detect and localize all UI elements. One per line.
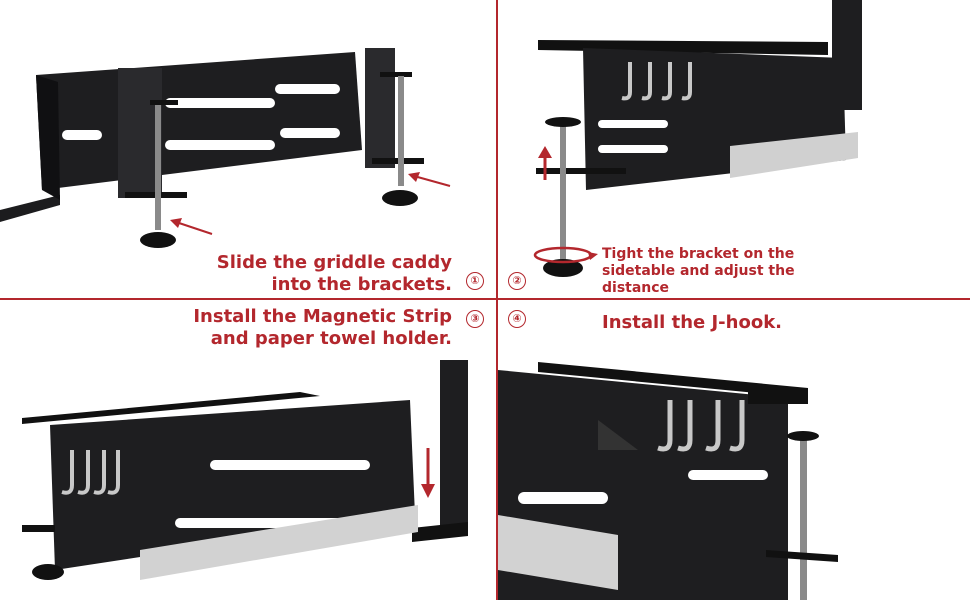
step-2-caption: Tight the bracket on the sidetable and a… (602, 246, 795, 296)
step-4-panel: ④ Install the J-hook. (498, 300, 970, 600)
horizontal-divider (0, 298, 970, 300)
step-2-number: ② (508, 272, 526, 290)
j-hook-illustration (498, 362, 838, 600)
step-3-caption: Install the Magnetic Strip and paper tow… (193, 306, 452, 349)
step-2-panel: ② Tight the bracket on the sidetable and… (498, 0, 970, 298)
magnetic-strip-illustration (22, 360, 468, 580)
step-3-number: ③ (466, 310, 484, 328)
caddy-slide-illustration (0, 48, 451, 248)
step-1-caption: Slide the griddle caddy into the bracket… (216, 252, 452, 295)
step-4-number: ④ (508, 310, 526, 328)
step-4-caption: Install the J-hook. (602, 312, 782, 333)
vertical-divider (496, 0, 498, 600)
step-3-panel: Install the Magnetic Strip and paper tow… (0, 300, 496, 600)
step-1-number: ① (466, 272, 484, 290)
step-1-panel: Slide the griddle caddy into the bracket… (0, 0, 496, 298)
bracket-tighten-illustration (533, 0, 862, 277)
